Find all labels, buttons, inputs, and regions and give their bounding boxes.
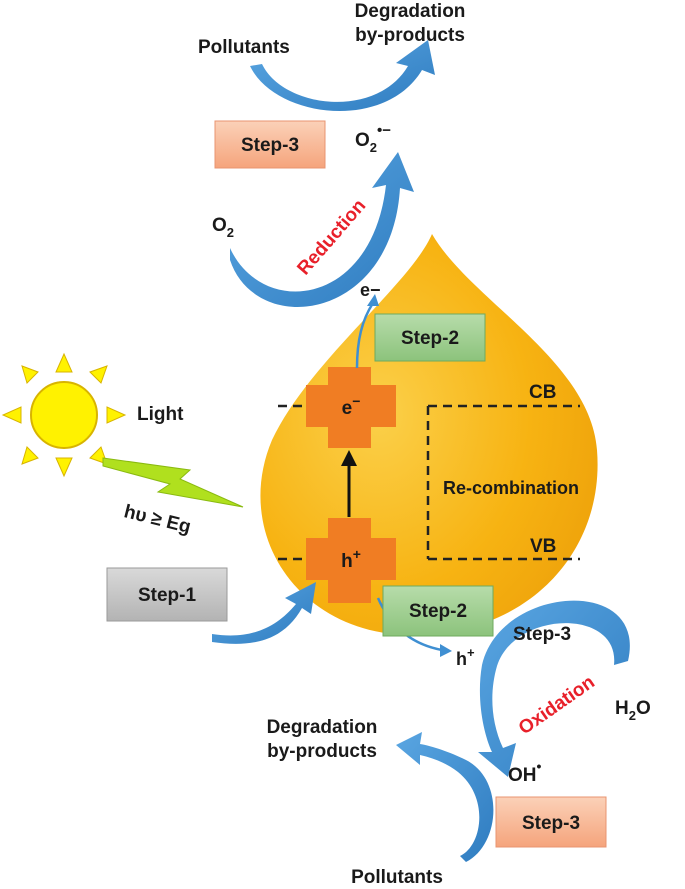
electron-cross-label: e− (342, 393, 361, 419)
pollutants-bottom-label: Pollutants (351, 867, 443, 888)
step3-bottom-box (495, 796, 607, 848)
step2-top-box (374, 313, 486, 362)
oxidation-label: Oxidation (515, 672, 599, 739)
cb-label: CB (529, 382, 556, 403)
vb-label: VB (530, 536, 556, 557)
electron-transfer-arrow (355, 294, 379, 369)
step3-top-label: Step-3 (241, 135, 299, 156)
byproducts-bottom-label: by-products (267, 741, 377, 762)
step1-label: Step-1 (138, 585, 197, 606)
hydroxyl-label: OH• (508, 758, 542, 786)
degradation-bottom-label: Degradation (267, 717, 378, 738)
band-lines (278, 404, 580, 561)
electron-out-label: e− (360, 280, 381, 300)
lightning-icon (102, 457, 244, 508)
top-degradation-arrow (250, 40, 435, 112)
step3-right-label: Step-3 (513, 624, 571, 645)
step2-bottom-box (382, 585, 494, 637)
light-label: Light (137, 404, 184, 425)
o2-label: O2 (212, 215, 234, 240)
hole-cross (306, 518, 396, 603)
bottom-degradation-arrow (396, 732, 494, 862)
step2-bottom-label: Step-2 (409, 601, 467, 622)
superoxide-label: O2•− (355, 122, 391, 155)
degradation-top-label: Degradation (355, 1, 466, 22)
pollutants-top-label: Pollutants (198, 37, 290, 58)
electron-cross (306, 367, 396, 448)
step1-arrow (212, 582, 316, 644)
byproducts-top-label: by-products (355, 25, 465, 46)
h2o-label: H2O (615, 698, 651, 723)
step2-top-label: Step-2 (401, 328, 459, 349)
step1-box (106, 567, 228, 622)
oxidation-arrow (478, 600, 630, 777)
reduction-arrow (230, 152, 414, 307)
step3-top-box (214, 120, 326, 169)
hv-eg-label: hυ ≥ Eg (122, 501, 193, 538)
recombination-label: Re-combination (443, 478, 579, 498)
sun-icon (1, 352, 127, 478)
hole-cross-label: h+ (341, 546, 361, 572)
hole-out-label: h+ (456, 645, 475, 669)
excitation-arrow (341, 450, 357, 517)
step3-bottom-label: Step-3 (522, 813, 580, 834)
